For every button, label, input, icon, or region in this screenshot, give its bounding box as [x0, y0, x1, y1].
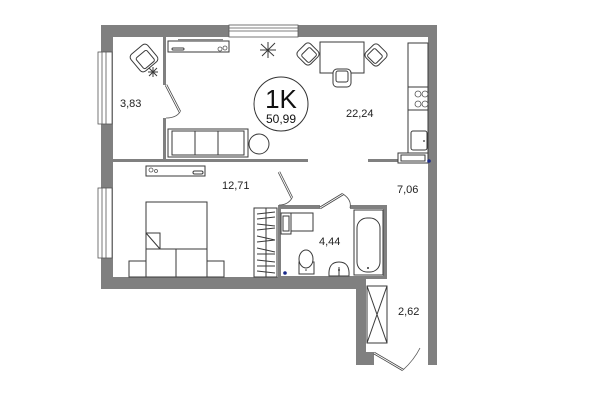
room-area-living-kitchen: 22,24	[346, 108, 374, 120]
radiator-icon	[280, 212, 292, 235]
outlet-dot	[427, 159, 431, 163]
apartment-type-label: 1K	[265, 84, 297, 114]
coffee-table-icon	[248, 133, 270, 155]
door-entrance	[373, 347, 421, 372]
bed-icon	[145, 201, 208, 278]
tv-stand-icon	[167, 39, 230, 53]
window-top	[228, 24, 299, 38]
plant-icon	[260, 42, 276, 58]
door-bedroom	[277, 171, 294, 206]
interior-walls	[113, 37, 400, 279]
room-area-bedroom: 12,71	[222, 180, 250, 192]
room-area-hallway: 7,06	[397, 184, 418, 196]
room-area-labels: 3,83 22,24 12,71 7,06 4,44 2,62	[120, 98, 419, 318]
washbasin-icon	[328, 261, 350, 277]
door-balcony	[164, 84, 182, 119]
tv-stand-icon	[145, 165, 206, 177]
apartment-type-badge: 1K 50,99	[253, 76, 309, 132]
room-area-balcony: 3,83	[120, 98, 141, 110]
room-area-bathroom: 4,44	[319, 236, 340, 248]
sofa-icon	[167, 128, 249, 158]
armchair-icon	[129, 43, 159, 73]
living-furniture	[167, 39, 429, 164]
balcony-furniture	[129, 43, 159, 77]
windows	[97, 24, 299, 259]
vestibule-furniture	[366, 159, 431, 344]
window-left-balcony	[97, 51, 113, 125]
wardrobe-icon	[253, 207, 278, 278]
chair-icon	[364, 43, 388, 67]
stove-icon	[407, 86, 429, 111]
window-left-bedroom	[97, 187, 113, 259]
bathroom-shelf-icon	[290, 212, 314, 232]
room-area-vestibule: 2,62	[398, 306, 419, 318]
toilet-icon	[298, 249, 315, 275]
plant-icon	[148, 67, 158, 77]
bedroom-furniture	[128, 165, 292, 278]
total-area-label: 50,99	[266, 112, 296, 126]
door-bathroom	[319, 192, 351, 210]
sink-icon	[410, 130, 428, 151]
bathtub-icon	[353, 209, 384, 276]
chair-icon	[296, 42, 320, 66]
bathroom-furniture	[290, 209, 384, 277]
closet-icon	[366, 285, 388, 344]
nightstand-icon	[206, 260, 225, 278]
radiator-icon	[397, 152, 429, 164]
outlet-dot	[283, 271, 287, 275]
doors	[164, 84, 421, 372]
nightstand-icon	[128, 260, 147, 278]
dining-table-icon	[319, 41, 365, 74]
chair-icon	[332, 68, 352, 88]
